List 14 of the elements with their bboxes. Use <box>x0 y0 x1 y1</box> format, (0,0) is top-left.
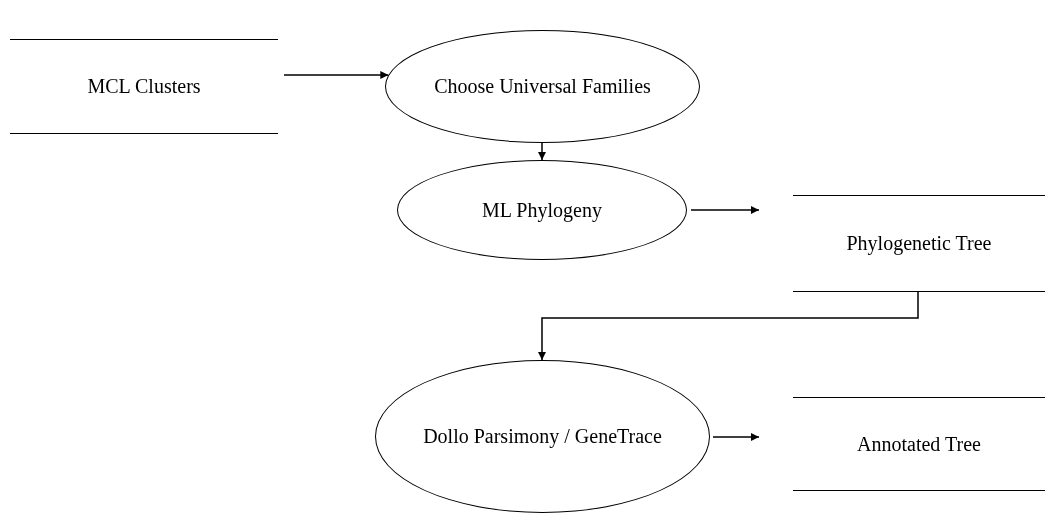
arrow <box>712 433 760 441</box>
arrow <box>283 71 390 79</box>
node-label: ML Phylogeny <box>481 197 603 224</box>
arrow <box>538 142 546 161</box>
node-label: Dollo Parsimony / GeneTrace <box>422 424 663 450</box>
arrow <box>690 206 760 214</box>
data-store <box>793 397 1045 491</box>
node-label: Phylogenetic Tree <box>845 231 993 257</box>
node-label: Annotated Tree <box>856 431 982 457</box>
arrow <box>538 291 919 361</box>
node-label: MCL Clusters <box>86 74 202 99</box>
data-store <box>10 39 278 134</box>
node-label: Choose Universal Families <box>433 74 652 99</box>
data-store <box>793 195 1045 292</box>
